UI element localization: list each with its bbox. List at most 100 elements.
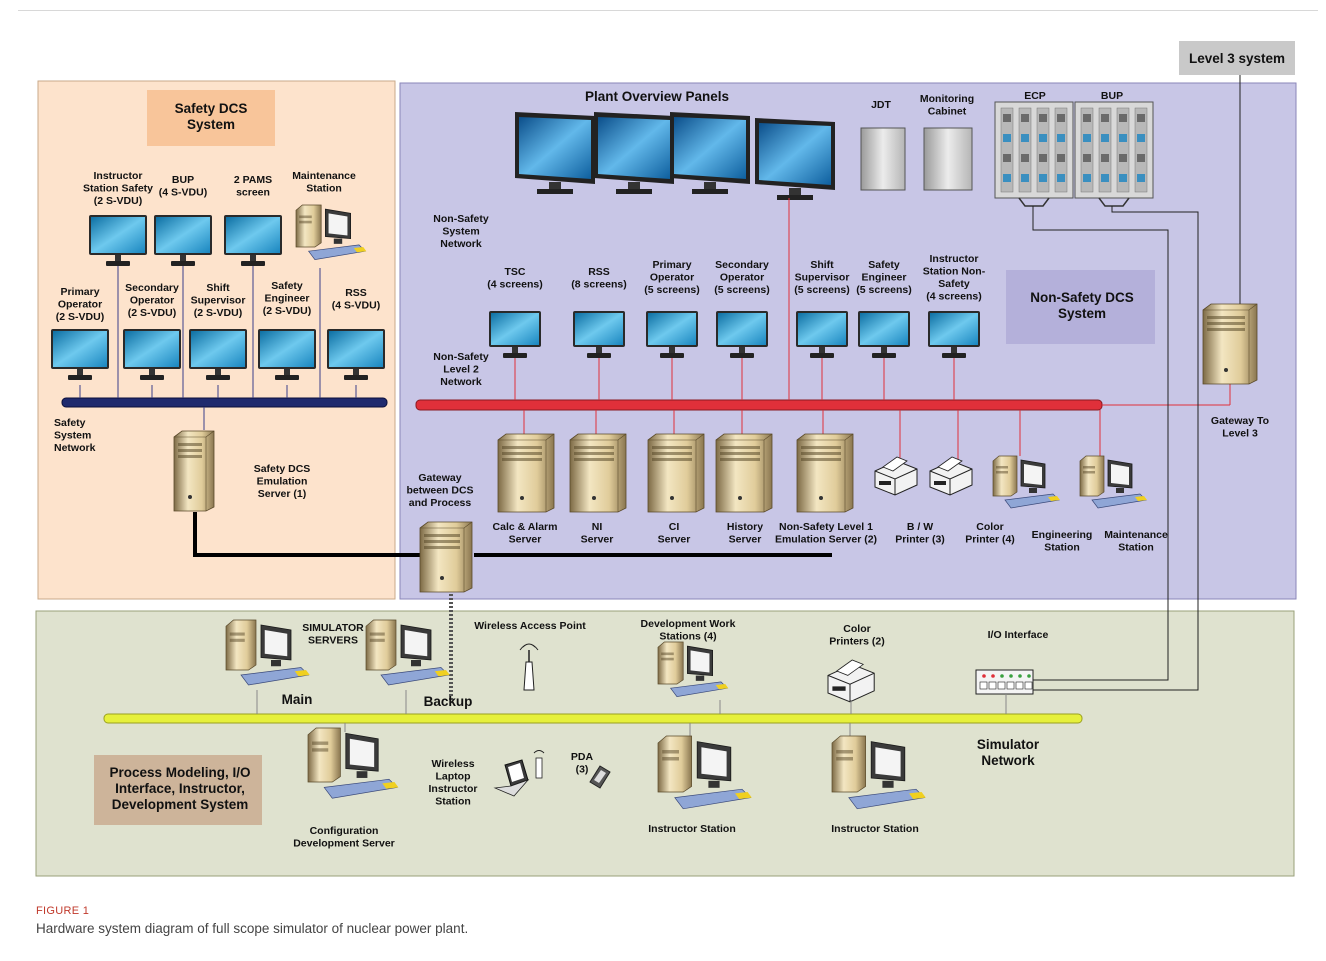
overview-panel-icon bbox=[515, 112, 595, 194]
safety-screen-icon bbox=[123, 329, 181, 380]
jdt-cabinet-icon bbox=[860, 127, 906, 191]
safety-top-station-label: BUP(4 S-VDU) bbox=[159, 174, 207, 199]
nonsafety-server-icon bbox=[796, 433, 854, 513]
safety-title-box bbox=[147, 90, 275, 146]
figure-caption: Hardware system diagram of full scope si… bbox=[36, 921, 469, 936]
monitoring-cabinet-icon bbox=[923, 127, 973, 191]
configuration-server-icon bbox=[307, 727, 399, 799]
nonsafety-workstation-label: RSS(8 screens) bbox=[571, 266, 626, 291]
bup-cabinet-icon bbox=[1074, 101, 1154, 207]
simulator-title-box bbox=[94, 755, 262, 825]
level3-system-label: Level 3 system bbox=[1189, 51, 1285, 66]
safety-network-bus bbox=[61, 397, 388, 408]
main-server-label: Main bbox=[282, 692, 313, 707]
instructor-station-1-icon bbox=[657, 735, 752, 810]
main-simulator-server-icon bbox=[225, 619, 310, 686]
instructor-station-1-label: Instructor Station bbox=[648, 823, 736, 835]
nonsafety-screen-icon bbox=[646, 311, 698, 358]
nonsafety-screen-icon bbox=[928, 311, 980, 358]
bup-io-link bbox=[1033, 206, 1199, 691]
nonsafety-screen-icon bbox=[489, 311, 541, 358]
instructor-station-2-icon bbox=[831, 735, 926, 810]
io-interface-label: I/O Interface bbox=[988, 629, 1049, 641]
nonsafety-screen-icon bbox=[716, 311, 768, 358]
level3-system-box bbox=[1179, 41, 1295, 75]
safety-screen-icon bbox=[224, 215, 282, 266]
instructor-station-2-label: Instructor Station bbox=[831, 823, 919, 835]
nonsafety-screen-icon bbox=[573, 311, 625, 358]
safety-screen-icon bbox=[327, 329, 385, 380]
bw-printer-icon bbox=[929, 456, 973, 496]
bw-printer-icon bbox=[874, 456, 918, 496]
safety-screen-icon bbox=[258, 329, 316, 380]
jdt-label: JDT bbox=[871, 99, 891, 111]
nonsafety-server-icon bbox=[497, 433, 555, 513]
io-interface-icon bbox=[975, 669, 1034, 695]
simulator-network-bus bbox=[103, 713, 1083, 724]
wireless-access-point-icon bbox=[519, 643, 539, 691]
nonsafety-screen-icon bbox=[796, 311, 848, 358]
safety-to-gateway-link bbox=[193, 512, 420, 557]
overview-panel-icon bbox=[670, 112, 750, 194]
nonsafety-screen-icon bbox=[858, 311, 910, 358]
nonsafety-server-icon bbox=[715, 433, 773, 513]
safety-screen-icon bbox=[89, 215, 147, 266]
overview-panel-icon bbox=[594, 112, 674, 194]
wireless-ap-label: Wireless Access Point bbox=[474, 620, 586, 632]
engineering-station-icon bbox=[992, 455, 1060, 509]
safety-screen-icon bbox=[154, 215, 212, 266]
development-workstation-icon bbox=[657, 641, 729, 697]
color-printer-icon bbox=[827, 659, 875, 703]
gateway-level3-server-icon bbox=[1202, 303, 1258, 385]
ecp-io-link bbox=[1032, 206, 1169, 681]
ecp-cabinet-icon bbox=[994, 101, 1074, 207]
backup-simulator-server-icon bbox=[365, 619, 450, 686]
safety-emulation-server-icon bbox=[173, 430, 215, 512]
ecp-label: ECP bbox=[1024, 90, 1046, 102]
nonsafety-workstation-label: TSC(4 screens) bbox=[487, 266, 542, 291]
maintenance-station-icon bbox=[1079, 455, 1147, 509]
pda-icon bbox=[589, 765, 611, 789]
top-rule bbox=[18, 10, 1318, 11]
bup-cabinet-label: BUP bbox=[1101, 90, 1123, 102]
plant-overview-panels-label: Plant Overview Panels bbox=[585, 89, 729, 104]
safety-screen-icon bbox=[51, 329, 109, 380]
gateway-process-server-icon bbox=[419, 521, 473, 593]
